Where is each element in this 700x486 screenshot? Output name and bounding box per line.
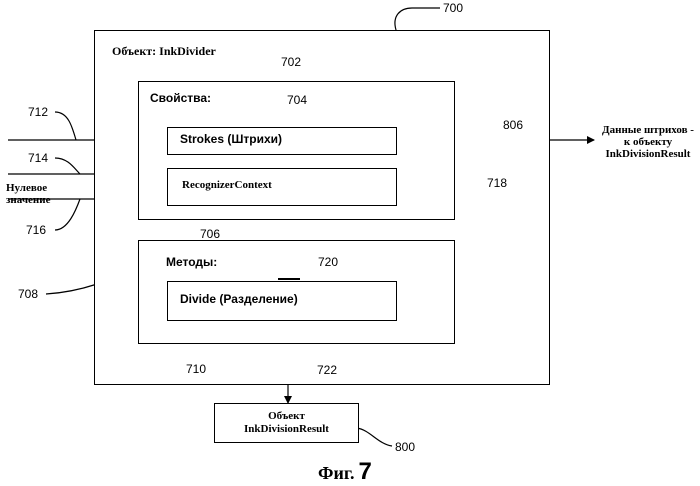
ref-800: 800 bbox=[395, 440, 415, 454]
leader-716 bbox=[55, 199, 80, 230]
outer-object-title: Объект: InkDivider bbox=[112, 45, 216, 58]
ref-712: 712 bbox=[28, 105, 48, 119]
divide-box-label: Divide (Разделение) bbox=[180, 293, 298, 306]
leader-800 bbox=[357, 428, 392, 446]
figure-caption-prefix: Фиг. bbox=[318, 463, 354, 483]
leader-700 bbox=[395, 8, 440, 30]
ref-716: 716 bbox=[26, 223, 46, 237]
leader-712 bbox=[55, 112, 76, 140]
ref-720: 720 bbox=[318, 255, 338, 269]
ref-702: 702 bbox=[281, 55, 301, 69]
recognizer-context-label: RecognizerContext bbox=[182, 179, 272, 191]
properties-group-title: Свойства: bbox=[150, 92, 211, 105]
methods-group-title: Методы: bbox=[166, 256, 217, 269]
ref-718: 718 bbox=[487, 176, 507, 190]
ref-710: 710 bbox=[186, 362, 206, 376]
output-label-line2: к объекту bbox=[596, 136, 700, 148]
ref-706: 706 bbox=[200, 227, 220, 241]
null-value-line2: значение bbox=[6, 194, 50, 206]
result-object-line1: Объект bbox=[214, 410, 359, 422]
ref-700: 700 bbox=[443, 1, 463, 15]
output-label-line1: Данные штрихов - bbox=[596, 124, 700, 136]
result-object-line2: InkDivisionResult bbox=[214, 423, 359, 435]
divide-top-mark bbox=[278, 278, 300, 280]
figure-caption-number: 7 bbox=[358, 458, 371, 485]
ref-708: 708 bbox=[18, 287, 38, 301]
ref-704: 704 bbox=[287, 93, 307, 107]
ref-806: 806 bbox=[503, 118, 523, 132]
strokes-box-label: Strokes (Штрихи) bbox=[180, 133, 282, 146]
ref-714: 714 bbox=[28, 151, 48, 165]
ref-722: 722 bbox=[317, 363, 337, 377]
leader-714 bbox=[55, 158, 80, 174]
output-label-line3: InkDivisionResult bbox=[596, 148, 700, 160]
figure-caption: Фиг. 7 bbox=[318, 459, 372, 485]
null-value-line1: Нулевое bbox=[6, 182, 47, 194]
